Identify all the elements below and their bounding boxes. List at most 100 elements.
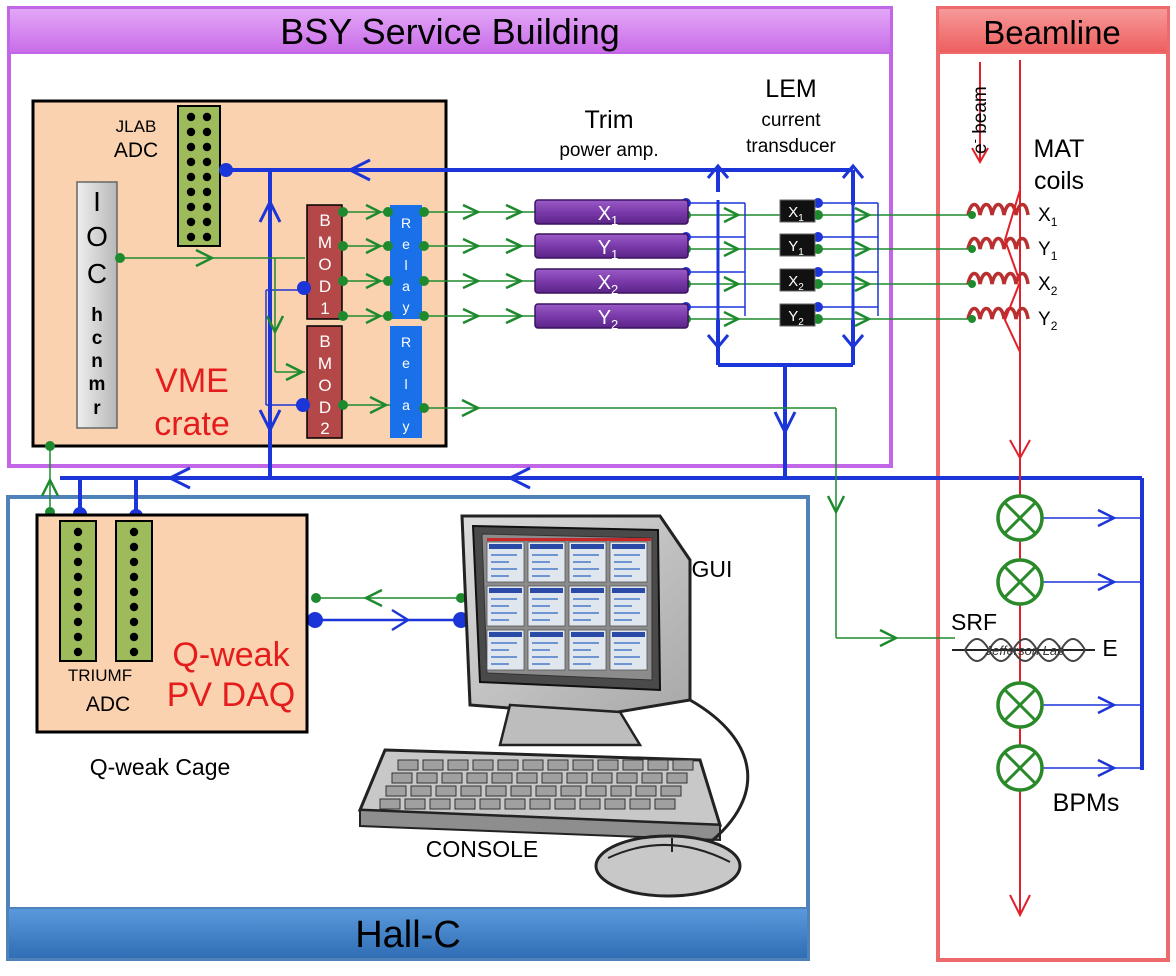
lem-title-line1: LEM [765, 75, 816, 103]
keyboard-key [379, 798, 401, 810]
coil-label: Y1 [1038, 239, 1058, 263]
lem-transducer [779, 199, 816, 223]
keyboard-key [579, 798, 601, 810]
gui-panel-bar [612, 588, 645, 593]
keyboard-key [566, 772, 588, 784]
lem-base: X [788, 204, 798, 221]
beam-label-end: beam [970, 86, 991, 139]
bmod2-letter-4: D [319, 398, 331, 417]
keyboard-key [441, 772, 463, 784]
wire-node [383, 207, 393, 217]
adc-pin [202, 127, 212, 137]
relay1-letter-5: y [403, 299, 410, 315]
adc-pin [73, 527, 83, 537]
keyboard-key [635, 785, 657, 797]
bpm-cross [1003, 501, 1037, 535]
bpm-arrowheads [1097, 508, 1117, 778]
wire-arrowhead [462, 307, 481, 325]
bmod2-module: B M O D 2 [306, 325, 343, 439]
keyboard-key [585, 785, 607, 797]
wire-arrowhead [365, 237, 383, 255]
gui-panel-bar [571, 588, 604, 593]
trim-amp-sub: 2 [611, 282, 618, 297]
keyboard-key [460, 785, 482, 797]
wire-node [338, 207, 348, 217]
coil-node [968, 211, 976, 219]
coil-node [968, 245, 976, 253]
ioc-letter-3: C [87, 258, 107, 289]
wire-node [419, 276, 429, 286]
adc-pin [202, 157, 212, 167]
adc-pin [186, 232, 196, 242]
lem-transducer [779, 233, 816, 257]
wire-arrowhead [854, 240, 872, 258]
keyboard-key [516, 772, 538, 784]
wire-arrowhead [365, 203, 383, 221]
gui-title-bar [487, 538, 651, 541]
keyboard-key [597, 759, 619, 771]
adc-pin [202, 112, 212, 122]
keyboard-key [410, 785, 432, 797]
beamline-region: Beamline [936, 6, 1170, 962]
coil-winding [966, 236, 1030, 250]
keyboard-key [666, 772, 688, 784]
adc-pin [73, 557, 83, 567]
gui-panel-bar [612, 632, 645, 637]
adc-pin [73, 647, 83, 657]
mat-coils-line1: MAT [1034, 135, 1085, 163]
adc-pin [129, 617, 139, 627]
lem-sub: 2 [798, 282, 804, 293]
bmod2-letter-5: 2 [320, 419, 329, 438]
adc-pin [129, 632, 139, 642]
beam-label: e- beam [967, 86, 991, 154]
trim-amp-base: X [598, 272, 611, 294]
bpms-label: BPMs [1053, 789, 1120, 817]
lem-base: Y [788, 238, 798, 255]
wire-arrowhead [365, 307, 383, 325]
keyboard-key [435, 785, 457, 797]
jlab-adc [177, 105, 221, 247]
wire-arrowhead [462, 203, 481, 221]
wire-node [383, 241, 393, 251]
coil-base: X [1038, 274, 1051, 295]
ioc-host-3: n [91, 351, 103, 372]
wire-arrowhead [723, 310, 741, 328]
gui-panel-bar [530, 544, 563, 549]
coil-label: X2 [1038, 274, 1058, 298]
trim-amp-sub: 1 [611, 247, 618, 262]
gui-screen [486, 538, 651, 671]
wire-node [419, 311, 429, 321]
ioc-host-1: h [91, 305, 103, 326]
lem-label: Y1 [788, 238, 804, 258]
jlab-logo-text: Jefferson Lab [985, 643, 1065, 658]
trim-amp-label: X2 [598, 272, 619, 297]
wire-arrowhead [505, 237, 524, 255]
coil-base: Y [1038, 309, 1051, 330]
keyboard-key [672, 759, 694, 771]
trim-title-line1: Trim [584, 106, 633, 134]
keyboard-key [610, 785, 632, 797]
gui-panel-bar [489, 544, 522, 549]
vme-crate-line1: VME [155, 362, 229, 400]
channel-chain [338, 198, 970, 328]
keyboard-key [466, 772, 488, 784]
keyboard-key [472, 759, 494, 771]
relay1-letter-1: R [401, 215, 411, 231]
keyboard-key [560, 785, 582, 797]
lem-transducer [779, 268, 816, 292]
keyboard-key [479, 798, 501, 810]
adc-pin [186, 157, 196, 167]
coil-sub: 1 [1051, 249, 1058, 263]
wire-arrowhead [723, 240, 741, 258]
bmod2-letter-1: B [319, 332, 330, 351]
trim-amp [534, 303, 689, 329]
vme-crate: VME crate JLAB ADC I O C h c n m r B M O… [31, 99, 448, 448]
bmod1-letter-2: M [318, 233, 332, 252]
beam-deflection [1003, 189, 1022, 353]
relay2-letter-1: R [401, 334, 411, 350]
bmod1-letter-3: O [318, 255, 331, 274]
daq-crate: Q-weak PV DAQ TRIUMF ADC [35, 513, 309, 734]
keyboard-key [554, 798, 576, 810]
